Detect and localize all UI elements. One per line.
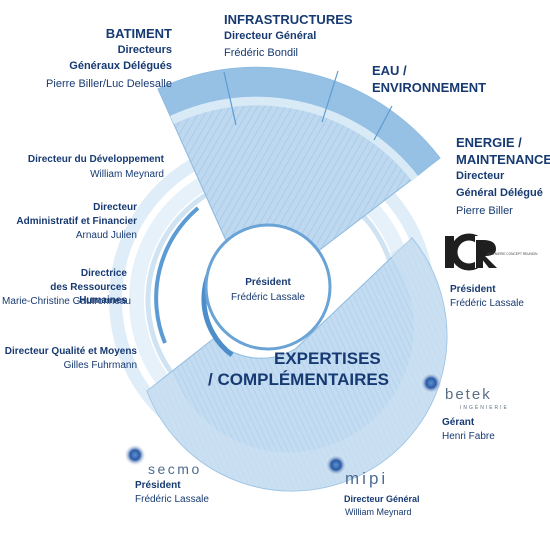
center-name: Frédéric Lassale <box>231 292 305 303</box>
batiment-role-1: Directeurs <box>117 44 172 56</box>
secmo-logo-text: secmo <box>148 461 202 477</box>
batiment-names: Pierre Biller/Luc Delesalle <box>46 78 172 90</box>
director-development-role: Directeur du Développement <box>27 154 164 165</box>
secmo-star-icon <box>124 444 146 466</box>
mipi-logo-text: mipi <box>345 469 388 488</box>
director-finance-name: Arnaud Julien <box>75 230 137 241</box>
icr-logo <box>445 233 497 271</box>
director-finance-role-2: Administratif et Financier <box>16 216 137 227</box>
mipi-name: William Meynard <box>345 507 412 517</box>
director-hr-role-1: Directrice <box>80 268 127 279</box>
divider-infra-eau <box>321 70 339 123</box>
eau-title-line-1: EAU / <box>372 63 407 78</box>
director-quality-role: Directeur Qualité et Moyens <box>4 346 137 357</box>
energie-role-1: Directeur <box>456 170 505 182</box>
energie-title-line-2: MAINTENANCE <box>456 152 550 167</box>
energie-role-2: Général Délégué <box>456 187 543 199</box>
energie-title-line-1: ENERGIE / <box>456 135 522 150</box>
secmo-name: Frédéric Lassale <box>135 494 209 505</box>
expertises-title-line-2: / COMPLÉMENTAIRES <box>208 370 390 389</box>
infrastructures-role: Directeur Général <box>224 30 317 42</box>
director-hr-role-2: des Ressources Humaines <box>50 282 127 306</box>
infrastructures-name: Frédéric Bondil <box>224 47 298 59</box>
center-circle <box>204 223 332 351</box>
betek-star-icon <box>420 372 442 394</box>
mipi-star-icon <box>325 454 347 476</box>
batiment-title: BATIMENT <box>105 26 172 41</box>
director-hr-name: Marie-Christine Gautronneau <box>2 296 131 307</box>
director-finance-role-1: Directeur <box>93 202 137 213</box>
betek-role: Gérant <box>442 417 475 428</box>
energie-name: Pierre Biller <box>456 205 513 217</box>
betek-name: Henri Fabre <box>442 431 495 442</box>
mipi-role: Directeur Général <box>344 494 420 504</box>
betek-tagline: INGÉNIERIE <box>460 404 509 411</box>
icr-role: Président <box>450 284 496 295</box>
secmo-role: Président <box>135 480 181 491</box>
director-quality-name: Gilles Fuhrmann <box>63 360 137 371</box>
center-role: Président <box>245 277 291 288</box>
batiment-role-2: Généraux Délégués <box>69 60 172 72</box>
divider-batiment-infra <box>223 71 237 126</box>
icr-tagline: INGENIERIE CONCEPT REUNION <box>487 252 538 256</box>
icr-name: Frédéric Lassale <box>450 298 524 309</box>
expertises-shade <box>147 238 447 492</box>
eau-title-line-2: ENVIRONNEMENT <box>372 80 487 95</box>
director-development-name: William Meynard <box>90 169 164 180</box>
betek-logo-text: betek <box>445 386 492 403</box>
divider-eau-energie <box>373 105 393 141</box>
infrastructures-title: INFRASTRUCTURES <box>224 12 353 27</box>
expertises-title-line-1: EXPERTISES <box>274 349 381 368</box>
center-arc-accent <box>154 206 200 344</box>
upper-sector-band-inner <box>170 96 418 181</box>
